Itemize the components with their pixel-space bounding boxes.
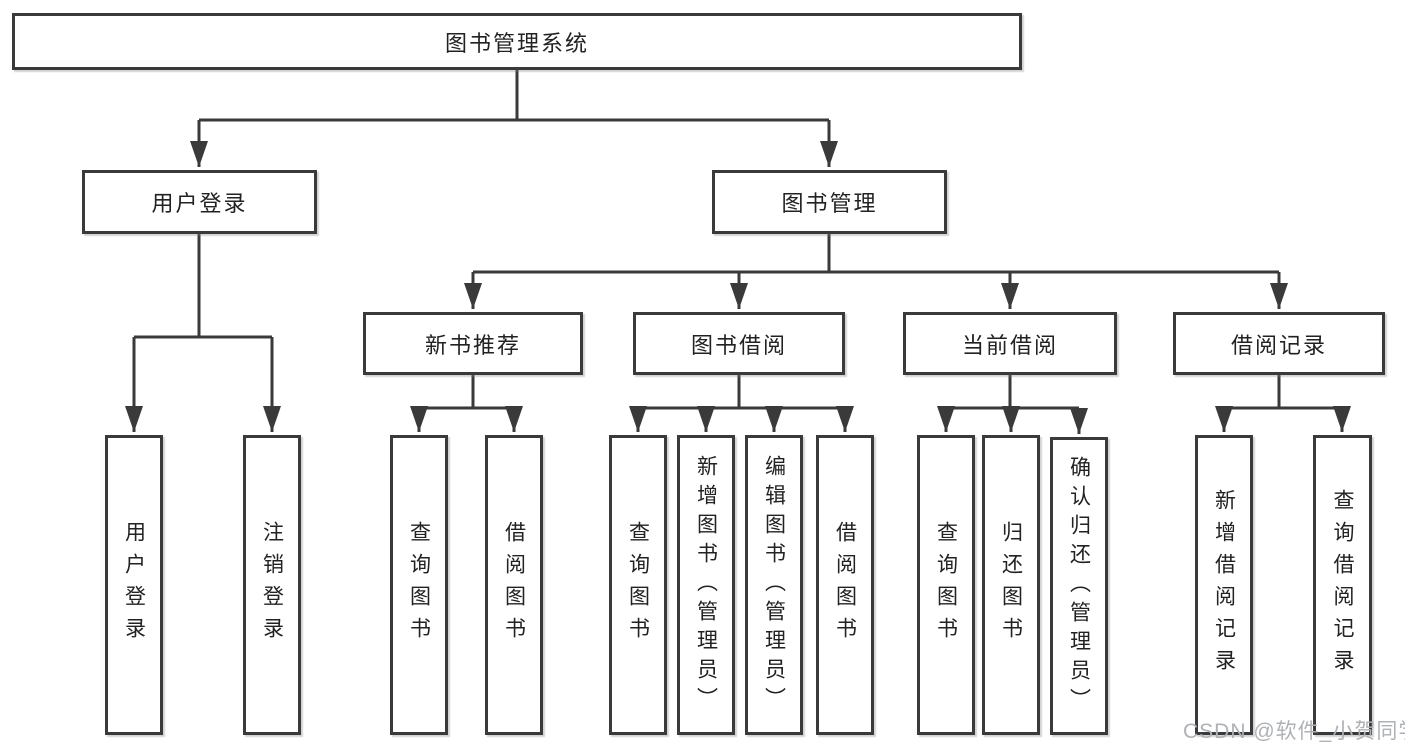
node-label: 图书借阅 xyxy=(690,332,787,358)
node-label: 借阅图书 xyxy=(833,521,857,649)
leaf-edit-books-admin: 编辑图书（管理员） xyxy=(745,435,803,735)
node-label: 图书管理 xyxy=(781,191,878,216)
node-label: 当前借阅 xyxy=(961,332,1058,358)
node-label: 用户登录 xyxy=(151,191,248,216)
node-label: 注销登录 xyxy=(260,521,284,649)
connector-book-mgmt-to-level3 xyxy=(464,234,1288,309)
leaf-borrow-books-recommend: 借阅图书 xyxy=(485,435,543,735)
node-current-borrowing: 当前借阅 xyxy=(903,312,1117,375)
csdn-watermark: CSDN @软件_小贺同学 xyxy=(1183,720,1405,743)
node-library-management-system: 图书管理系统 xyxy=(12,13,1022,70)
leaf-query-books-borrowing: 查询图书 xyxy=(609,435,667,735)
leaf-query-books-recommend: 查询图书 xyxy=(390,435,448,735)
node-label: 编辑图书（管理员） xyxy=(762,454,786,716)
node-label: 借阅图书 xyxy=(502,521,526,649)
node-label: 新增图书（管理员） xyxy=(694,454,718,716)
leaf-logout-login: 注销登录 xyxy=(243,435,301,735)
node-book-borrowing: 图书借阅 xyxy=(633,312,845,375)
node-label: 查询图书 xyxy=(626,521,650,649)
leaf-add-books-admin: 新增图书（管理员） xyxy=(677,435,735,735)
node-label: 新增借阅记录 xyxy=(1212,489,1236,681)
node-user-login: 用户登录 xyxy=(82,170,317,234)
node-label: 查询借阅记录 xyxy=(1331,489,1354,681)
node-label: 归还图书 xyxy=(999,521,1023,649)
connector-new-book-to-leaves xyxy=(410,375,523,432)
leaf-confirm-return-admin: 确认归还（管理员） xyxy=(1050,437,1108,735)
node-borrowing-records: 借阅记录 xyxy=(1173,312,1385,375)
node-label: 确认归还（管理员） xyxy=(1067,455,1091,717)
node-label: 查询图书 xyxy=(407,521,431,649)
node-label: 用户登录 xyxy=(122,521,146,649)
leaf-query-borrow-record: 查询借阅记录 xyxy=(1313,435,1372,735)
leaf-user-login: 用户登录 xyxy=(105,435,163,735)
connector-root-to-level2 xyxy=(190,70,838,167)
node-label: 图书管理系统 xyxy=(444,30,589,56)
leaf-return-books: 归还图书 xyxy=(982,435,1040,735)
connector-borrow-records-to-leaves xyxy=(1215,375,1351,432)
node-new-book-recommendation: 新书推荐 xyxy=(363,312,583,375)
leaf-add-borrow-record: 新增借阅记录 xyxy=(1195,435,1253,735)
leaf-query-books-current: 查询图书 xyxy=(917,435,975,735)
leaf-borrow-books: 借阅图书 xyxy=(816,435,874,735)
node-book-management: 图书管理 xyxy=(712,170,947,234)
node-label: 新书推荐 xyxy=(424,332,521,358)
connector-book-borrow-to-leaves xyxy=(629,375,854,432)
connector-current-borrow-to-leaves xyxy=(937,375,1088,434)
node-label: 查询图书 xyxy=(934,521,958,649)
connector-user-login-to-leaves xyxy=(125,234,281,432)
node-label: 借阅记录 xyxy=(1230,332,1327,358)
